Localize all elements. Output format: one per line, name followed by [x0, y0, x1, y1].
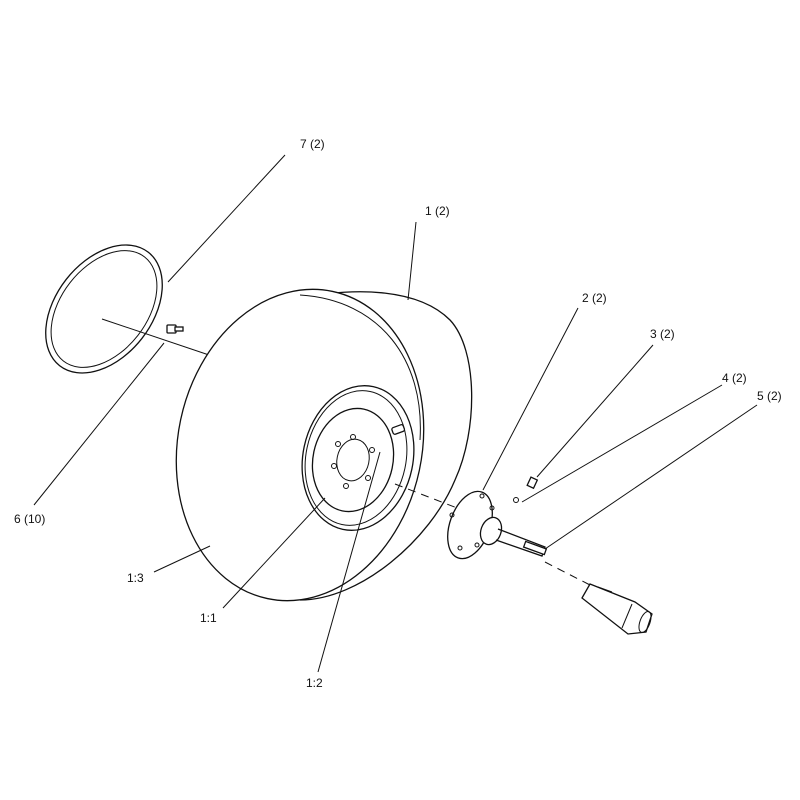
label-part-4: 4 (2)	[722, 371, 747, 385]
leader-line-2	[482, 307, 579, 491]
leader-line-1-3	[153, 545, 211, 573]
label-part-3: 3 (2)	[650, 327, 675, 341]
label-part-1-1: 1:1	[200, 611, 217, 625]
leader-line-4	[521, 384, 723, 503]
label-part-5: 5 (2)	[757, 389, 782, 403]
leader-line-3	[536, 344, 654, 478]
label-part-2: 2 (2)	[582, 291, 607, 305]
set-screw	[526, 476, 539, 490]
lug-bolt	[166, 324, 184, 334]
label-part-6: 6 (10)	[14, 512, 45, 526]
leader-line-6	[33, 342, 165, 506]
washer	[513, 497, 519, 503]
axle-shaft	[581, 583, 653, 635]
leader-line-1	[407, 221, 417, 301]
axis-line-right	[544, 561, 591, 586]
valve-stem	[391, 424, 406, 435]
leader-line-1-2	[317, 451, 381, 673]
shaft-key	[522, 540, 548, 556]
label-part-1: 1 (2)	[425, 204, 450, 218]
label-part-1-2: 1:2	[306, 676, 323, 690]
label-part-7: 7 (2)	[300, 137, 325, 151]
wheel-hub	[447, 490, 546, 560]
leader-line-7	[167, 154, 286, 283]
leader-line-1-1	[222, 497, 326, 609]
leader-line-5	[544, 404, 758, 550]
wheel-disc	[311, 407, 395, 513]
axis-line-left	[101, 318, 213, 357]
label-part-1-3: 1:3	[127, 571, 144, 585]
hub-cap-ring	[45, 244, 163, 374]
